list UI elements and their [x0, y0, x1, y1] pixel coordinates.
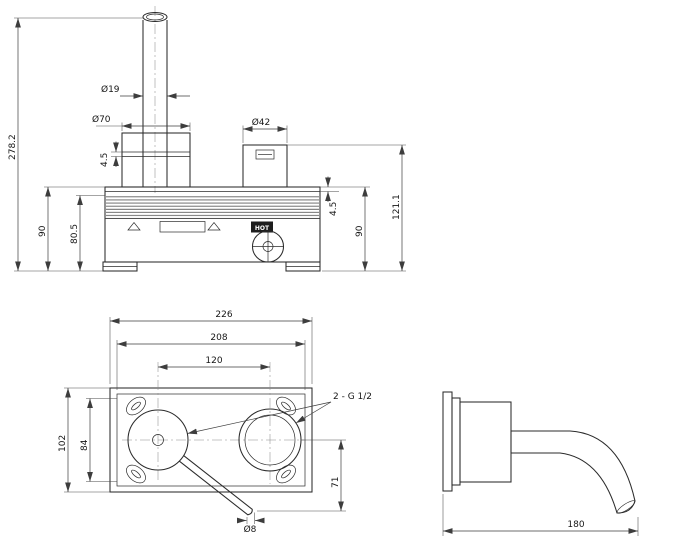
dim-handle-total: 121.1	[392, 145, 405, 271]
dim-valve-centers: 120	[158, 356, 270, 370]
dim-body-inner-depth: 80.5	[70, 195, 83, 271]
dim-text-box-inner-width: 208	[210, 333, 227, 343]
dim-text-lever-drop: 71	[331, 477, 341, 488]
hot-marking-label: HOT	[255, 225, 270, 232]
hot-marking-box	[251, 221, 273, 233]
top-view-dimensions: Ø19 Ø70 Ø42 4.5 278.2 90 80.	[8, 17, 406, 272]
spout-pipe-top	[142, 11, 168, 23]
dim-text-lever-diameter: Ø8	[244, 524, 257, 535]
dim-text-spout-reach: 180	[567, 520, 584, 530]
body-ribbed-area	[106, 195, 319, 219]
dim-text-handle-plate: 4.5	[329, 202, 339, 216]
side-view	[442, 391, 636, 514]
dim-ext	[64, 387, 110, 493]
dim-escutcheon-plate: 4.5	[100, 141, 122, 167]
dim-box-height: 102	[58, 387, 110, 493]
valve-body	[104, 186, 321, 263]
dim-text-body-depth-left: 90	[38, 225, 48, 237]
dim-text-valve-centers: 120	[205, 356, 222, 366]
dim-handle-plate: 4.5	[325, 176, 339, 216]
mounting-ear	[126, 464, 146, 484]
dim-escutcheon-diameter: Ø70	[92, 114, 191, 131]
dim-text-box-width: 226	[215, 310, 232, 320]
dim-handle-diameter: Ø42	[242, 117, 288, 143]
ear-slot	[131, 469, 141, 479]
spout-profile	[510, 430, 636, 514]
dim-text-box-height: 102	[58, 435, 68, 452]
dim-box-inner-width: 208	[116, 333, 306, 390]
dim-box-inner-height: 84	[80, 398, 117, 482]
cartridge-inner-circle	[244, 414, 296, 466]
note-leader	[295, 401, 332, 424]
dim-text-body-inner-depth: 80.5	[70, 224, 80, 244]
valve-centerlines	[122, 362, 306, 484]
top-view: HOT	[102, 6, 321, 272]
dim-text-box-inner-height: 84	[80, 439, 90, 451]
ear-slot	[281, 469, 291, 479]
ear-slot	[281, 401, 291, 411]
body-triangle-marks	[127, 221, 221, 231]
dim-ext	[246, 512, 255, 524]
front-view	[109, 362, 313, 516]
spout-pipe-bore	[146, 13, 164, 21]
ear-outline	[126, 464, 146, 484]
dim-text-escutcheon-diameter: Ø70	[92, 114, 111, 125]
spout-connection-center	[152, 434, 164, 446]
dim-ext	[109, 317, 313, 384]
handle-window	[255, 149, 275, 160]
dim-spout-reach: 180	[442, 494, 639, 536]
thread-note: 2 - G 1/2	[187, 392, 372, 435]
note-leader	[187, 401, 332, 435]
dim-text-pipe-diameter: Ø19	[101, 84, 120, 95]
ear-slot	[131, 401, 141, 411]
spout-connection-circle	[127, 409, 189, 471]
side-view-dimensions: 180	[442, 494, 639, 536]
dim-ext	[116, 340, 306, 390]
dim-text-escutcheon-plate: 4.5	[100, 153, 110, 167]
dim-pipe-diameter: Ø19	[101, 84, 190, 99]
lever-rod	[179, 455, 253, 516]
front-view-dimensions: 226 208 120 102 84 71	[58, 310, 372, 535]
escutcheon-plate-lines	[122, 151, 190, 157]
dim-text-handle-total: 121.1	[392, 194, 402, 220]
dim-body-depth-right: 90	[355, 187, 368, 271]
ear-outline	[126, 396, 146, 416]
spout-pipe	[142, 20, 168, 187]
temperature-dial	[251, 230, 285, 263]
body-label-plate	[159, 221, 206, 233]
dim-lever-diameter: Ø8	[237, 512, 265, 535]
dial-crosshair	[252, 231, 284, 262]
dim-text-body-depth-right: 90	[355, 225, 365, 237]
dim-lever-drop: 71	[257, 439, 346, 512]
thread-note-text: 2 - G 1/2	[333, 392, 372, 402]
dim-body-depth-left: 90	[38, 187, 51, 271]
hot-marking: HOT	[251, 221, 273, 233]
dim-total-height: 278.2	[8, 18, 21, 271]
dim-text-total-height: 278.2	[8, 134, 18, 160]
dim-text-handle-diameter: Ø42	[252, 117, 271, 128]
spout-opening	[616, 500, 636, 514]
mounting-ear	[126, 396, 146, 416]
left-extension-lines	[14, 17, 143, 272]
dim-box-width: 226	[109, 310, 313, 384]
